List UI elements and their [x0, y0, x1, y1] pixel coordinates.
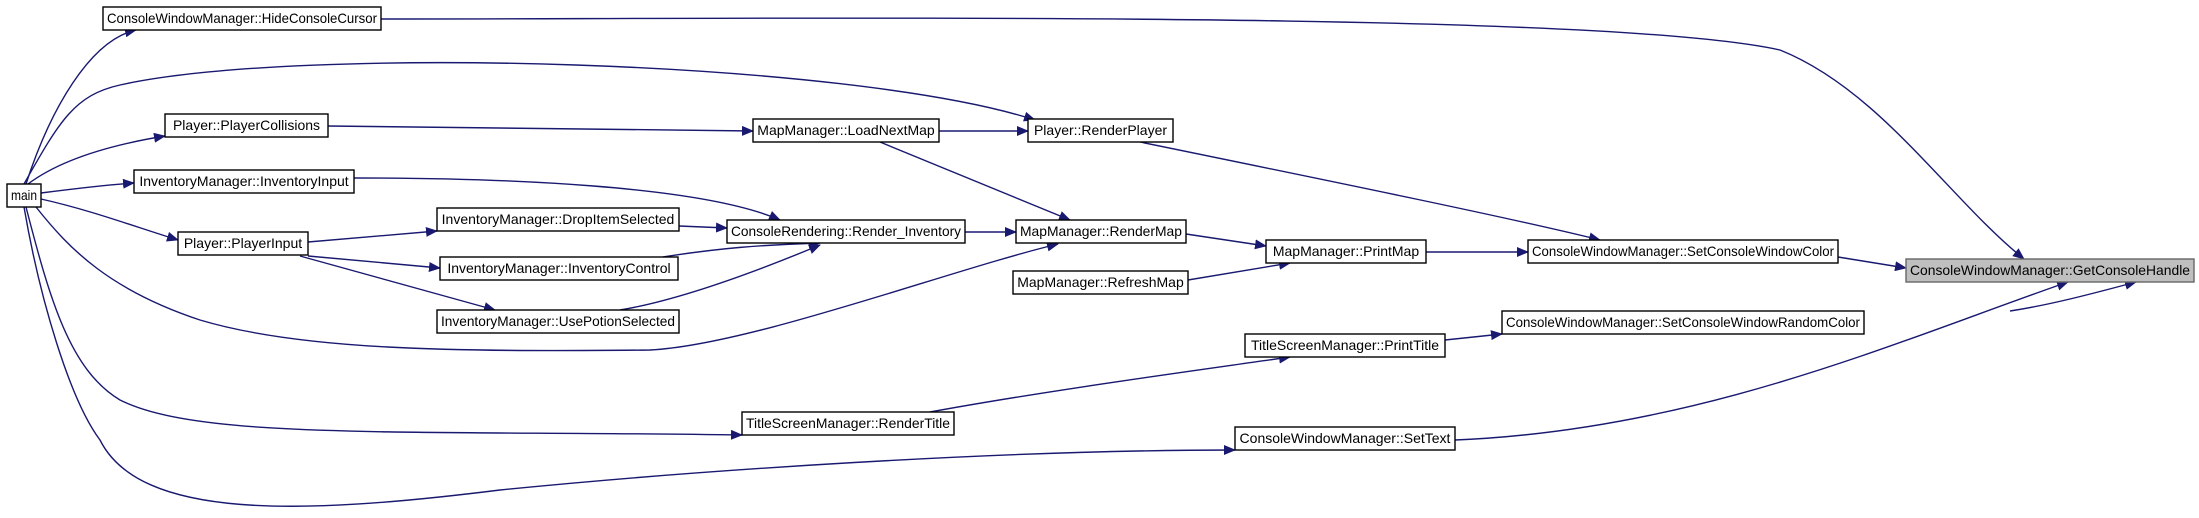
node-label: Player::PlayerInput [184, 235, 302, 251]
edge-player-collisions-to-load-next-map [327, 125, 754, 136]
node-label: ConsoleRendering::Render_Inventory [731, 223, 961, 239]
edge-main-to-player-input [40, 198, 179, 242]
node-drop-item[interactable]: InventoryManager::DropItemSelected [436, 207, 680, 232]
edge-main-to-hide-cursor [25, 27, 137, 185]
node-label: MapManager::RenderMap [1020, 223, 1182, 239]
edge-player-input-to-inventory-control [307, 255, 441, 272]
edge-hide-cursor-to-get-handle [380, 17, 2025, 260]
node-inventory-input[interactable]: InventoryManager::InventoryInput [133, 169, 355, 194]
node-box [436, 309, 680, 334]
node-label: TitleScreenManager::PrintTitle [1251, 337, 1439, 353]
node-label: main [11, 187, 37, 203]
node-box [741, 411, 955, 436]
node-box [1527, 239, 1839, 264]
node-box [1027, 118, 1174, 143]
node-label: ConsoleWindowManager::SetConsoleWindowRa… [1506, 314, 1860, 330]
node-box [436, 207, 680, 232]
edge-inventory-control-to-render-inventory [662, 238, 821, 258]
edge-main-to-player-collisions [27, 132, 166, 185]
node-print-title[interactable]: TitleScreenManager::PrintTitle [1244, 333, 1446, 358]
node-use-potion[interactable]: InventoryManager::UsePotionSelected [436, 309, 680, 334]
node-render-inventory[interactable]: ConsoleRendering::Render_Inventory [726, 219, 966, 244]
node-box [1234, 426, 1456, 451]
node-label: Player::RenderPlayer [1034, 122, 1167, 138]
node-print-map[interactable]: MapManager::PrintMap [1265, 239, 1427, 264]
node-box [102, 6, 382, 31]
node-box [164, 113, 329, 138]
node-label: MapManager::LoadNextMap [757, 122, 935, 138]
node-render-map[interactable]: MapManager::RenderMap [1015, 219, 1187, 244]
edge-player-input-to-drop-item [307, 226, 438, 243]
node-label: InventoryManager::InventoryControl [447, 260, 670, 276]
node-box [6, 183, 42, 208]
edge-main-to-render-map [35, 206, 1059, 352]
node-player-input[interactable]: Player::PlayerInput [177, 231, 309, 256]
edge-set-random-color-to-get-handle [2009, 280, 2137, 312]
node-refresh-map[interactable]: MapManager::RefreshMap [1012, 270, 1189, 295]
edges-layer [23, 17, 2137, 507]
node-box [1244, 333, 1446, 358]
node-main[interactable]: main [6, 183, 42, 208]
edge-render-title-to-print-title [929, 353, 1291, 413]
edge-use-potion-to-render-inventory [619, 244, 821, 311]
edge-refresh-map-to-print-map [1187, 259, 1291, 281]
node-label: ConsoleWindowManager::SetText [1240, 430, 1451, 446]
edge-main-to-set-text [23, 206, 1236, 507]
edge-render-player-to-set-color [1139, 141, 1601, 243]
node-label: ConsoleWindowManager::HideConsoleCursor [107, 10, 377, 26]
node-box [726, 219, 966, 244]
edge-set-color-to-get-handle [1837, 256, 1907, 272]
node-set-text[interactable]: ConsoleWindowManager::SetText [1234, 426, 1456, 451]
node-box [177, 231, 309, 256]
node-box [1265, 239, 1427, 264]
node-inventory-control[interactable]: InventoryManager::InventoryControl [439, 256, 679, 281]
node-render-title[interactable]: TitleScreenManager::RenderTitle [741, 411, 955, 436]
node-load-next-map[interactable]: MapManager::LoadNextMap [752, 118, 940, 143]
node-label: MapManager::RefreshMap [1017, 274, 1184, 290]
node-label: InventoryManager::DropItemSelected [442, 211, 675, 227]
edge-set-text-to-get-handle [1454, 280, 2069, 441]
node-box [1015, 219, 1187, 244]
node-label: InventoryManager::UsePotionSelected [441, 313, 675, 329]
node-box [1012, 270, 1189, 295]
node-label: InventoryManager::InventoryInput [139, 173, 348, 189]
edge-load-next-map-to-render-map [879, 141, 1071, 221]
node-label: TitleScreenManager::RenderTitle [746, 415, 950, 431]
node-get-handle[interactable]: ConsoleWindowManager::GetConsoleHandle [1905, 258, 2195, 283]
edge-main-to-render-player [23, 61, 1036, 185]
edge-drop-item-to-render-inventory [678, 222, 728, 233]
node-hide-cursor[interactable]: ConsoleWindowManager::HideConsoleCursor [102, 6, 382, 31]
node-render-player[interactable]: Player::RenderPlayer [1027, 118, 1174, 143]
node-box [133, 169, 355, 194]
node-box [1905, 258, 2195, 283]
edge-main-to-inventory-input [40, 178, 135, 194]
edge-player-input-to-use-potion [299, 255, 496, 312]
edge-inventory-input-to-render-inventory [353, 177, 781, 221]
node-box [752, 118, 940, 143]
nodes-layer: main ConsoleWindowManager::HideConsoleCur… [6, 6, 2195, 451]
node-set-random-color[interactable]: ConsoleWindowManager::SetConsoleWindowRa… [1501, 310, 1865, 335]
node-box [439, 256, 679, 281]
node-label: ConsoleWindowManager::SetConsoleWindowCo… [1532, 243, 1834, 259]
edge-main-to-render-title [25, 206, 743, 440]
node-label: ConsoleWindowManager::GetConsoleHandle [1910, 262, 2190, 278]
node-player-collisions[interactable]: Player::PlayerCollisions [164, 113, 329, 138]
node-box [1501, 310, 1865, 335]
node-label: MapManager::PrintMap [1273, 243, 1420, 259]
node-set-color[interactable]: ConsoleWindowManager::SetConsoleWindowCo… [1527, 239, 1839, 264]
node-label: Player::PlayerCollisions [173, 117, 320, 133]
edge-print-title-to-set-random-color [1444, 330, 1503, 341]
edge-render-map-to-print-map [1185, 233, 1267, 250]
